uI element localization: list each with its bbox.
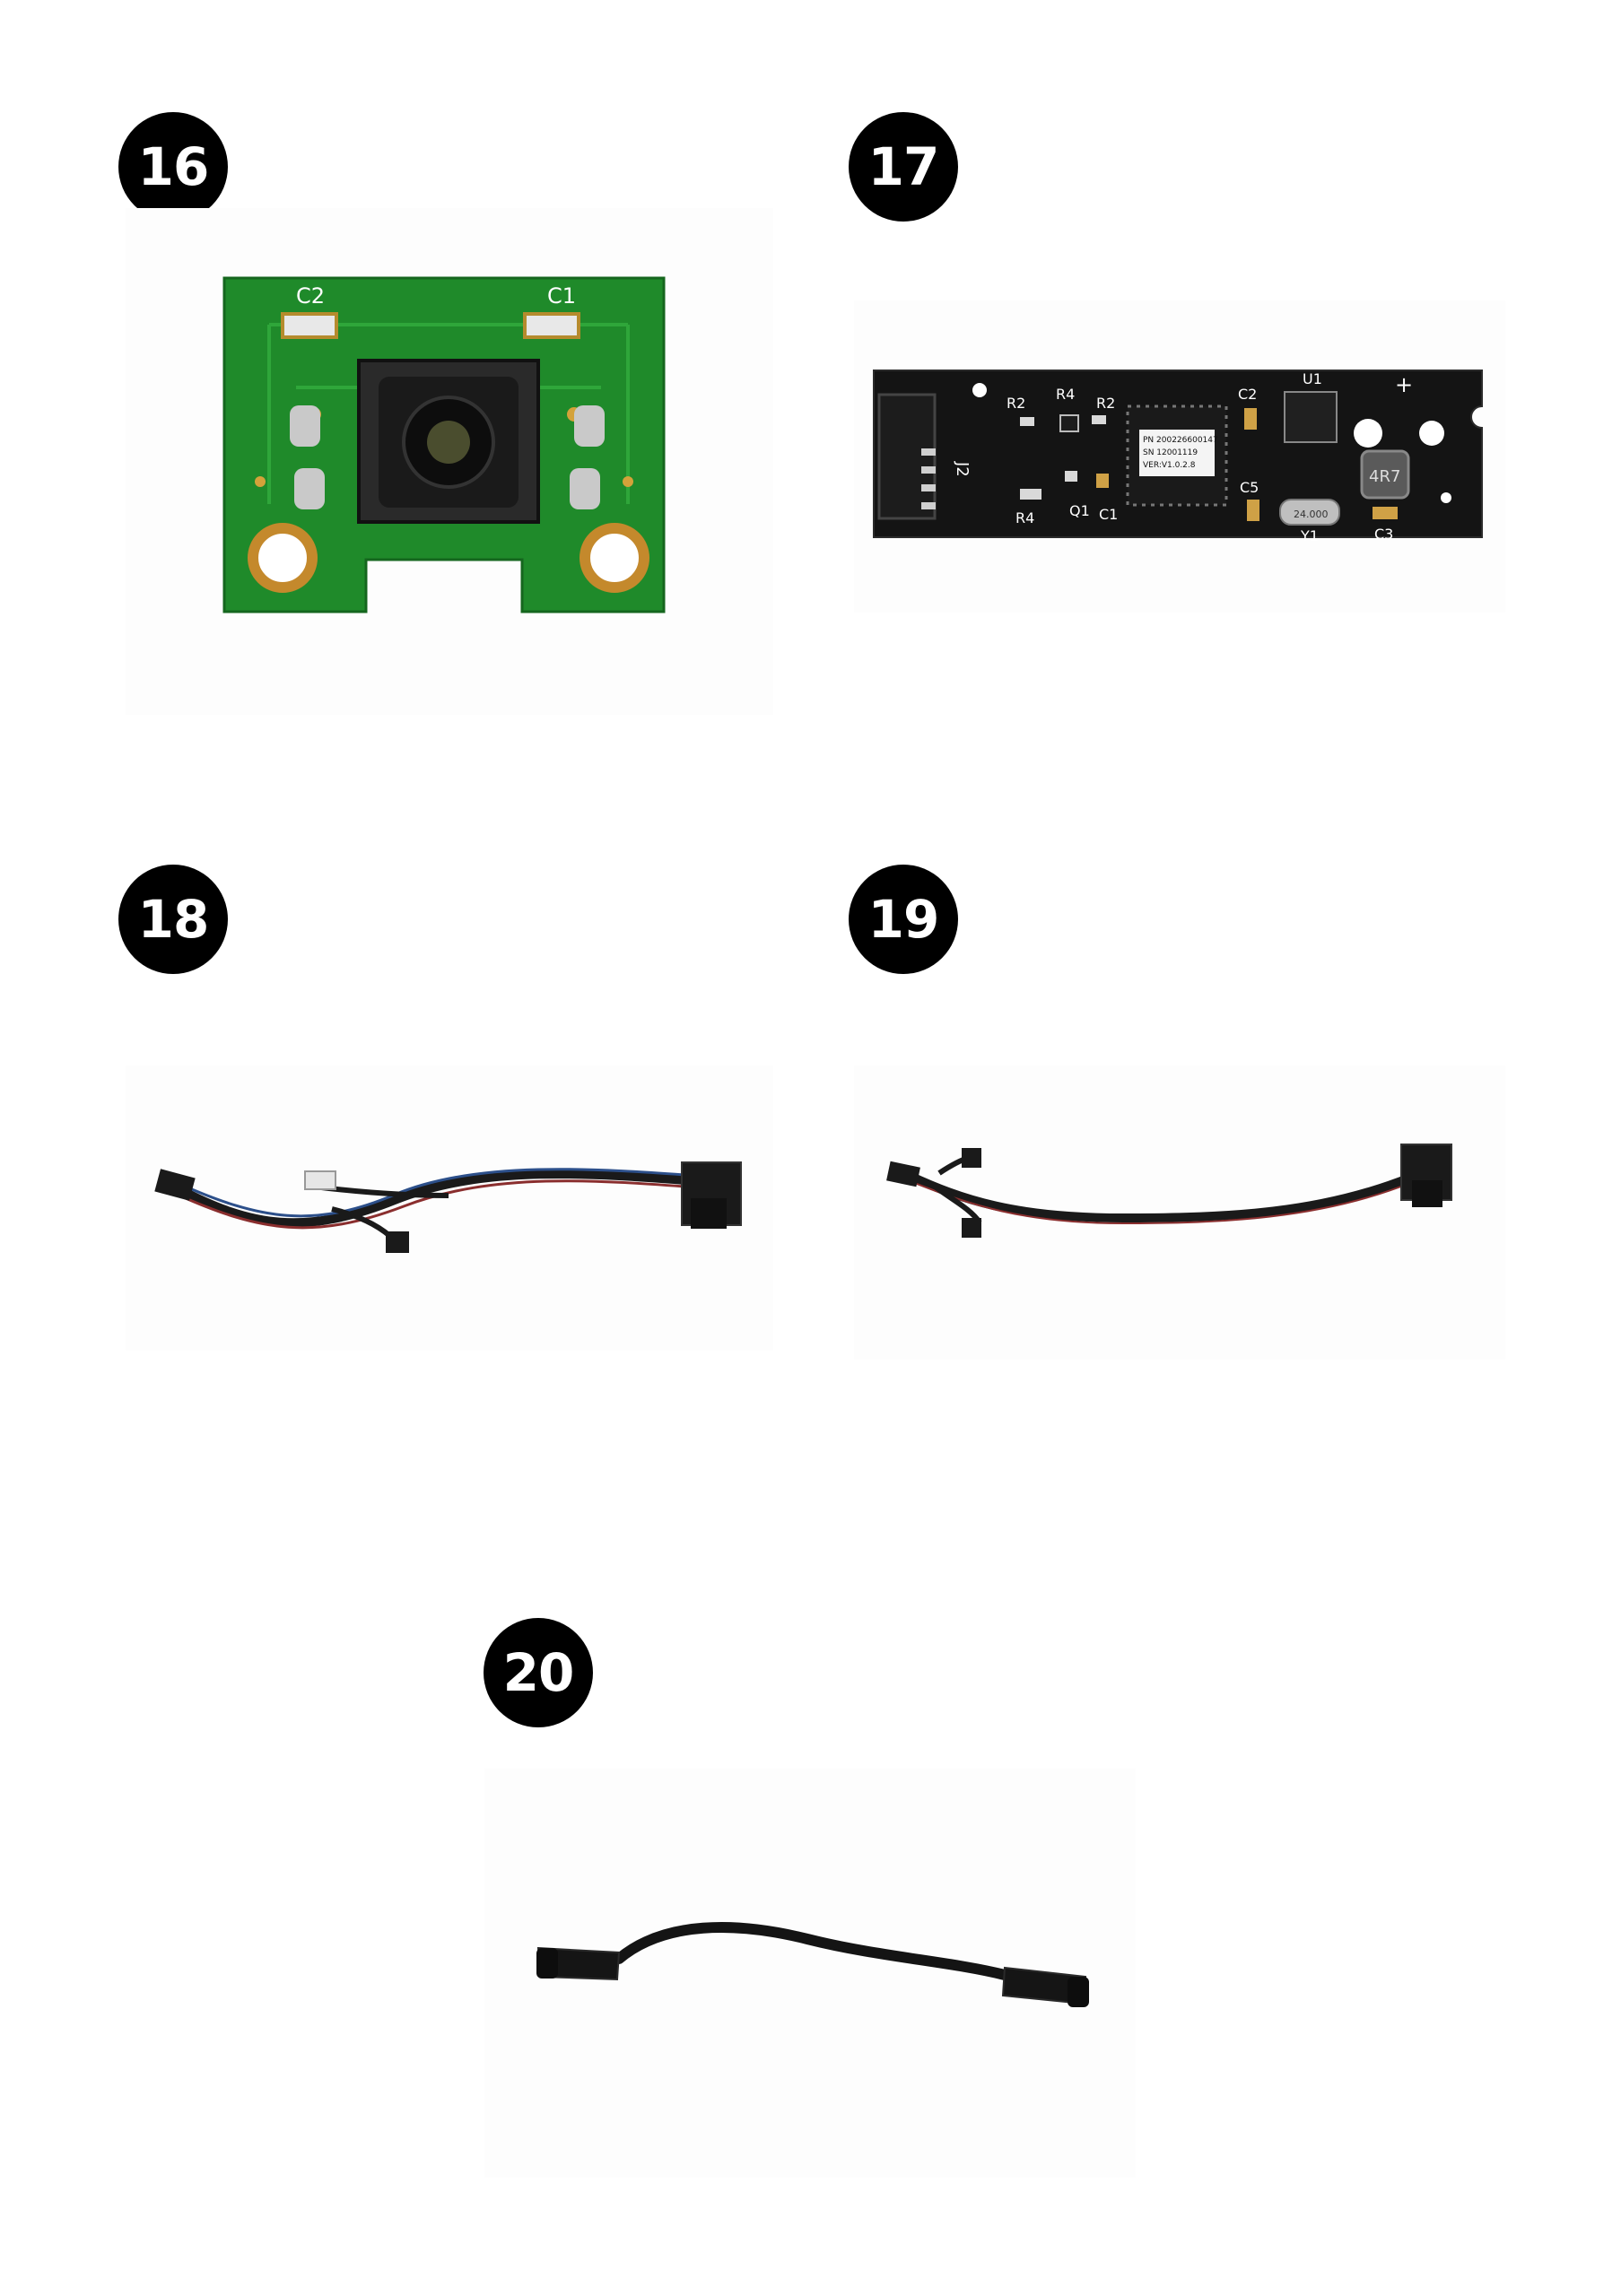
- control-pcb-image: J2 R2 R4 R2 R4 Q1 C1 PN 200226600147 SN …: [873, 370, 1483, 544]
- extension-cable-image: [536, 1922, 1089, 2007]
- silkscreen-label: R4: [1056, 386, 1075, 403]
- silkscreen-label: R2: [1007, 395, 1025, 412]
- sensor-board-photo: C2 C1: [126, 208, 773, 715]
- wiring-harness-b-photo: [854, 1065, 1505, 1360]
- crystal-label: 24.000: [1294, 509, 1329, 520]
- silkscreen-label: J2: [953, 461, 972, 477]
- chip-label-sn: SN 12001119: [1143, 448, 1198, 457]
- silkscreen-label: C2: [1238, 386, 1257, 403]
- chip-label-pn: PN 200226600147: [1143, 436, 1218, 445]
- item-number-badge: 18: [118, 865, 228, 974]
- silkscreen-label: +: [1395, 372, 1413, 397]
- silkscreen-label: R4: [1015, 509, 1034, 526]
- wiring-harness-a-image: [154, 1161, 742, 1253]
- item-number-badge: 20: [484, 1618, 593, 1727]
- silkscreen-label: Q1: [1069, 502, 1090, 519]
- silkscreen-label: C5: [1240, 479, 1259, 496]
- wiring-harness-a-photo: [126, 1065, 773, 1351]
- extension-cable-photo: [484, 1769, 1136, 2178]
- inductor-label: 4R7: [1369, 467, 1400, 486]
- silkscreen-label: U1: [1303, 370, 1322, 387]
- silkscreen-label: C1: [1099, 506, 1118, 523]
- control-pcb-photo: J2 R2 R4 R2 R4 Q1 C1 PN 200226600147 SN …: [854, 300, 1505, 613]
- silkscreen-label: C2: [296, 283, 325, 309]
- silkscreen-label: R2: [1096, 395, 1115, 412]
- chip-label-ver: VER:V1.0.2.8: [1143, 461, 1196, 470]
- item-number-badge: 17: [849, 112, 958, 222]
- item-number-badge: 16: [118, 112, 228, 222]
- silkscreen-label: Y1: [1300, 527, 1319, 544]
- item-number-badge: 19: [849, 865, 958, 974]
- silkscreen-label: C1: [547, 283, 576, 309]
- silkscreen-label: C3: [1374, 526, 1393, 543]
- wiring-harness-b-image: [886, 1144, 1452, 1238]
- sensor-board-image: C2 C1: [222, 276, 666, 613]
